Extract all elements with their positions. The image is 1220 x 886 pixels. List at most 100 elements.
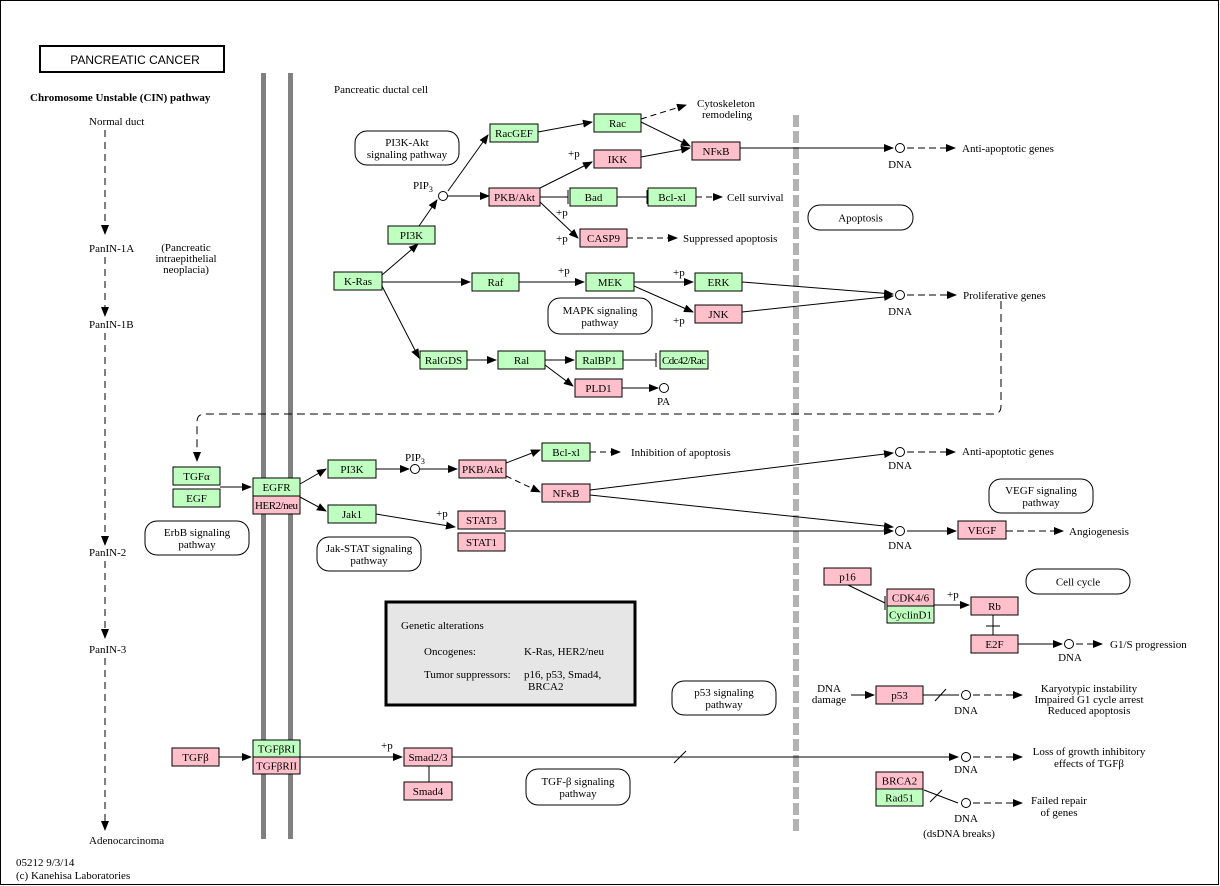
gene-tgfbr2[interactable]: TGFβRII	[252, 756, 301, 775]
gene-egfr[interactable]: EGFR	[252, 477, 301, 497]
gene-raf[interactable]: Raf	[471, 272, 520, 292]
svg-text:+p: +p	[558, 265, 570, 277]
diagram-title: PANCREATIC CANCER	[39, 45, 225, 73]
legend-suppressors-value-2: BRCA2	[528, 681, 563, 693]
gene-p16[interactable]: p16	[823, 567, 872, 586]
gene-tgfb[interactable]: TGFβ	[171, 747, 220, 767]
membrane-line-left	[261, 73, 266, 839]
pathway-label-line: signaling pathway	[367, 149, 448, 161]
gene-casp9[interactable]: CASP9	[579, 228, 628, 248]
dna-label-7: DNA	[954, 764, 978, 776]
pathway-label-line: pathway	[1022, 497, 1060, 509]
dna-label-4: DNA	[888, 540, 912, 552]
gene-label-mek: MEK	[598, 277, 623, 289]
gene-kras[interactable]: K-Ras	[333, 271, 383, 291]
gene-e2f[interactable]: E2F	[970, 634, 1019, 654]
gene-label-kras: K-Ras	[344, 276, 372, 288]
gene-egf[interactable]: EGF	[172, 488, 221, 508]
gene-stat1[interactable]: STAT1	[457, 532, 506, 552]
gene-rac[interactable]: Rac	[593, 113, 642, 133]
gene-label-erk: ERK	[708, 277, 730, 289]
gene-ralgds[interactable]: RalGDS	[419, 350, 468, 370]
gene-nfkb2[interactable]: NFκB	[541, 483, 591, 503]
gene-label-bclxl1: Bcl-xl	[658, 192, 686, 204]
gene-ral[interactable]: Ral	[497, 350, 546, 370]
gene-jak1[interactable]: Jak1	[327, 504, 377, 524]
gene-pkbakt1[interactable]: PKB/Akt	[488, 187, 541, 207]
dna-label-6: DNA	[954, 705, 978, 717]
gene-tgfbr1[interactable]: TGFβRI	[252, 739, 301, 758]
gene-mek[interactable]: MEK	[585, 272, 635, 292]
gene-ralbp1[interactable]: RalBP1	[575, 350, 624, 370]
pathway-link-apoptosis[interactable]: Apoptosis	[807, 204, 914, 231]
gene-p53[interactable]: p53	[875, 685, 924, 705]
gene-vegf[interactable]: VEGF	[957, 520, 1007, 540]
pathway-link-cell-cycle[interactable]: Cell cycle	[1025, 568, 1131, 595]
gene-label-p53: p53	[891, 690, 908, 702]
gene-smad4[interactable]: Smad4	[403, 781, 453, 801]
g1s-label: G1/S progression	[1110, 639, 1187, 651]
pathway-label-line: TGF-β signaling	[541, 776, 615, 788]
gene-cyclind1[interactable]: CyclinD1	[886, 605, 935, 624]
inhibition-label: Inhibition of apoptosis	[631, 447, 731, 459]
pip3-label-1: PIP3	[413, 180, 433, 194]
gene-pi3k1[interactable]: PI3K	[387, 225, 436, 245]
gene-rad51[interactable]: Rad51	[875, 788, 924, 807]
gene-ikk[interactable]: IKK	[593, 149, 642, 169]
pathway-label-line: ErbB signaling	[164, 527, 231, 539]
gene-label-raf: Raf	[488, 277, 504, 289]
gene-her2[interactable]: HER2/neu	[252, 495, 301, 515]
gene-nfkb1[interactable]: NFκB	[691, 141, 741, 161]
footer-copyright: (c) Kanehisa Laboratories	[16, 870, 130, 882]
svg-text:+p: +p	[673, 267, 685, 279]
gene-label-stat3: STAT3	[466, 515, 497, 527]
failed-repair-label-1: Failed repair	[1031, 795, 1087, 807]
gene-pld1[interactable]: PLD1	[574, 378, 623, 398]
loss-growth-label-1: Loss of growth inhibitory	[1033, 746, 1146, 758]
svg-text:+p: +p	[556, 233, 568, 245]
cin-pathway-header: Chromosome Unstable (CIN) pathway	[30, 92, 211, 104]
gene-bclxl1[interactable]: Bcl-xl	[647, 187, 697, 207]
gene-pkbakt2[interactable]: PKB/Akt	[458, 459, 507, 479]
gene-smad23[interactable]: Smad2/3	[403, 747, 453, 767]
pathway-label-line: VEGF signaling	[1005, 485, 1077, 497]
gene-jnk[interactable]: JNK	[694, 304, 743, 324]
dna-label-8: DNA	[954, 813, 978, 825]
gene-stat3[interactable]: STAT3	[457, 510, 506, 530]
pathway-label-line: MAPK signaling	[563, 305, 638, 317]
gene-pi3k2[interactable]: PI3K	[327, 459, 377, 479]
gene-brca2[interactable]: BRCA2	[875, 771, 924, 790]
gene-label-bad: Bad	[585, 192, 603, 204]
dna-label-2: DNA	[888, 306, 912, 318]
genetic-alterations-legend: Genetic alterations Oncogenes: K-Ras, HE…	[384, 600, 637, 707]
legend-suppressors-value-1: p16, p53, Smad4,	[524, 669, 602, 681]
gene-racgef[interactable]: RacGEF	[489, 123, 539, 143]
gene-bclxl2[interactable]: Bcl-xl	[541, 442, 591, 462]
gene-rb[interactable]: Rb	[970, 596, 1019, 616]
loss-growth-label-2: effects of TGFβ	[1054, 758, 1124, 770]
gene-tgfa[interactable]: TGFα	[172, 466, 221, 486]
gene-bad[interactable]: Bad	[569, 187, 618, 207]
legend-suppressors-label: Tumor suppressors:	[424, 669, 511, 681]
pip3-label-2: PIP3	[405, 452, 425, 466]
stage-progression: Normal duct PanIN-1A (Pancreatic intraep…	[89, 116, 217, 847]
pathway-label-line: Cell cycle	[1056, 577, 1100, 589]
cytoskeleton-label-1: Cytoskeleton	[697, 98, 756, 110]
gene-label-racgef: RacGEF	[495, 128, 533, 140]
gene-cdk46[interactable]: CDK4/6	[886, 588, 935, 607]
gene-label-tgfa: TGFα	[183, 471, 210, 483]
gene-label-jnk: JNK	[708, 309, 728, 321]
cytoskeleton-label-2: remodeling	[702, 109, 753, 121]
gene-label-ikk: IKK	[608, 154, 628, 166]
gene-erk[interactable]: ERK	[694, 272, 743, 292]
gene-cdc42rac[interactable]: Cdc42/Rac	[659, 350, 709, 370]
